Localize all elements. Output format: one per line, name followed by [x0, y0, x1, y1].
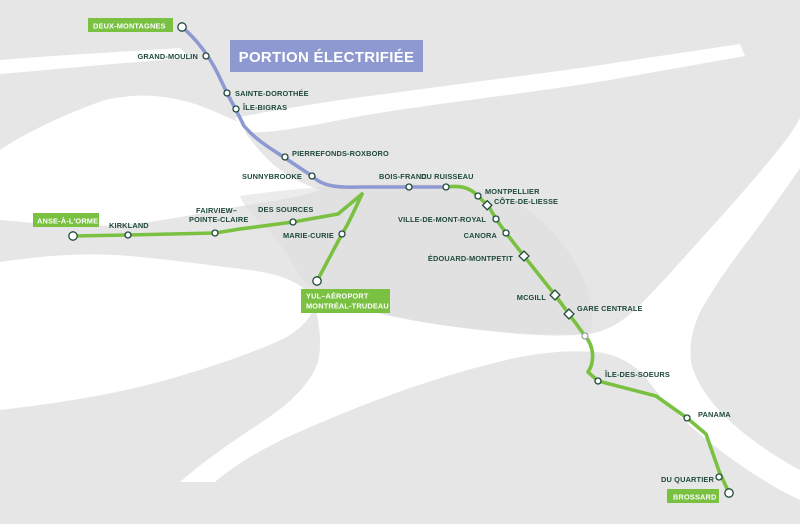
terminal-box-yul	[301, 289, 390, 313]
station-label-du-ruisseau: DU RUISSEAU	[421, 172, 474, 181]
river-mille-iles	[0, 48, 190, 74]
station-label-fairview-2: POINTE-CLAIRE	[189, 215, 248, 224]
station-marker-sainte-dorothee	[223, 89, 231, 97]
station-marker-ville-mont-royal	[492, 215, 500, 223]
station-label-bois-franc: BOIS-FRANC	[379, 172, 427, 181]
station-marker-yul	[312, 276, 322, 286]
station-marker-du-ruisseau	[442, 183, 450, 191]
station-label-edouard-montpetit: ÉDOUARD-MONTPETIT	[428, 254, 513, 263]
station-marker-ile-des-soeurs	[594, 377, 602, 385]
line-electrified	[180, 25, 448, 190]
station-label-grand-moulin: GRAND-MOULIN	[137, 52, 198, 61]
station-marker-panama	[683, 414, 691, 422]
station-label-du-quartier: DU QUARTIER	[661, 475, 714, 484]
terminal-label-yul-1: YUL–AÉROPORT	[306, 292, 369, 301]
lake-deux-montagnes	[0, 95, 320, 227]
terminal-box-anse	[33, 213, 99, 227]
station-label-ile-des-soeurs: ÎLE-DES-SOEURS	[604, 370, 670, 379]
station-marker-kirkland	[124, 231, 132, 239]
station-marker-anse-a-lorme	[68, 231, 78, 241]
station-marker-marie-curie	[338, 230, 346, 238]
station-marker-grand-moulin	[202, 52, 210, 60]
station-marker-gare-centrale	[563, 308, 575, 320]
station-label-fairview-1: FAIRVIEW–	[196, 206, 237, 215]
banner-title: PORTION ÉLECTRIFIÉE	[239, 49, 415, 66]
station-marker-montpellier	[474, 192, 482, 200]
station-label-ville-mont-royal: VILLE-DE-MONT-ROYAL	[398, 215, 486, 224]
station-marker-du-quartier	[715, 473, 723, 481]
saint-lawrence-river	[180, 118, 800, 500]
station-marker-cote-de-liesse	[481, 199, 493, 211]
terminal-label-brossard: BROSSARD	[673, 492, 717, 501]
station-marker-bois-franc	[405, 183, 413, 191]
station-markers	[68, 22, 734, 498]
station-marker-sunnybrooke	[308, 172, 316, 180]
station-marker-future	[581, 332, 589, 340]
station-marker-brossard	[724, 488, 734, 498]
station-labels: GRAND-MOULIN SAINTE-DOROTHÉE ÎLE-BIGRAS …	[109, 52, 731, 484]
terminal-label-anse: ANSE-À-L'ORME	[37, 216, 98, 225]
station-marker-mcgill	[549, 289, 561, 301]
station-marker-deux-montagnes	[177, 22, 187, 32]
river-des-prairies	[235, 44, 745, 133]
station-label-sainte-dorothee: SAINTE-DOROTHÉE	[235, 89, 309, 98]
terminal-box-deux-montagnes	[88, 18, 173, 32]
station-label-kirkland: KIRKLAND	[109, 221, 149, 230]
line-south-shore	[444, 184, 731, 495]
station-label-gare-centrale: GARE CENTRALE	[577, 304, 643, 313]
terminal-label-yul-2: MONTRÉAL-TRUDEAU	[306, 302, 389, 311]
station-marker-des-sources	[289, 218, 297, 226]
station-label-canora: CANORA	[464, 231, 498, 240]
terminal-label-deux-montagnes: DEUX-MONTAGNES	[93, 21, 166, 30]
station-label-des-sources: DES SOURCES	[258, 205, 313, 214]
electrified-portion-banner: PORTION ÉLECTRIFIÉE	[230, 40, 423, 72]
station-marker-fairview	[211, 229, 219, 237]
station-marker-ile-bigras	[232, 105, 240, 113]
station-marker-pierrefonds	[281, 153, 289, 161]
station-label-pierrefonds: PIERREFONDS-ROXBORO	[292, 149, 389, 158]
station-label-ile-bigras: ÎLE-BIGRAS	[242, 103, 287, 112]
station-label-panama: PANAMA	[698, 410, 731, 419]
station-label-marie-curie: MARIE-CURIE	[283, 231, 334, 240]
terminal-labels: DEUX-MONTAGNES ANSE-À-L'ORME YUL–AÉROPOR…	[33, 18, 719, 503]
station-marker-edouard-montpetit	[518, 250, 530, 262]
station-label-montpellier: MONTPELLIER	[485, 187, 540, 196]
station-marker-canora	[502, 229, 510, 237]
lake-saint-louis	[0, 254, 314, 410]
station-label-sunnybrooke: SUNNYBROOKE	[242, 172, 302, 181]
station-label-mcgill: MCGILL	[517, 293, 547, 302]
terminal-box-brossard	[667, 489, 719, 503]
station-label-cote-de-liesse: CÔTE-DE-LIESSE	[494, 197, 558, 206]
